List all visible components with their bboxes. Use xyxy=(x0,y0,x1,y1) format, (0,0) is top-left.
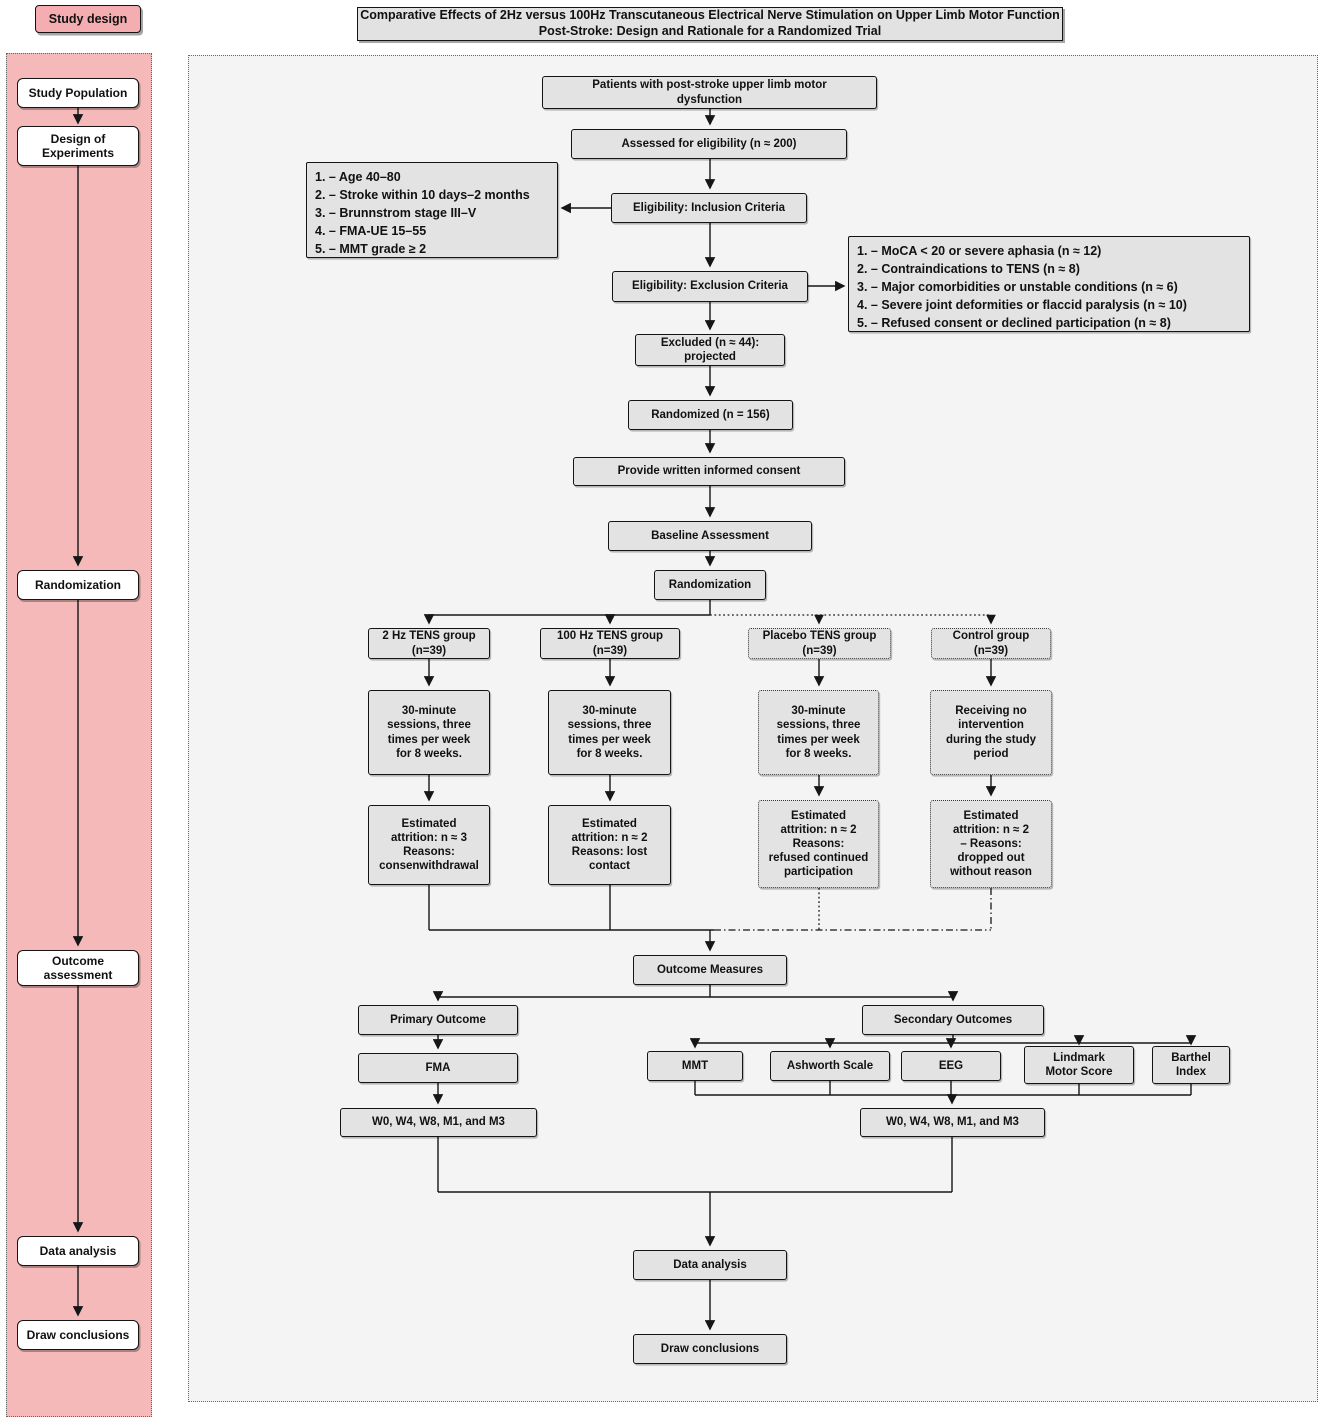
intervention-100hz: 30-minute sessions, three times per week… xyxy=(548,690,671,775)
exclusion-item: 3. – Major comorbidities or unstable con… xyxy=(857,280,1178,294)
eeg-box: EEG xyxy=(901,1051,1001,1081)
group-2hz-tens: 2 Hz TENS group (n=39) xyxy=(368,628,490,659)
informed-consent-box: Provide written informed consent xyxy=(573,457,845,486)
group-control: Control group (n=39) xyxy=(931,628,1051,659)
exclusion-criteria-list: 1. – MoCA < 20 or severe aphasia (n ≈ 12… xyxy=(848,236,1250,332)
patients-box: Patients with post-stroke upper limb mot… xyxy=(542,76,877,109)
lindmark-motor-score-box: Lindmark Motor Score xyxy=(1024,1046,1134,1084)
inclusion-item: 1. – Age 40–80 xyxy=(315,170,401,184)
randomization-box: Randomization xyxy=(654,570,766,600)
exclusion-criteria-box: Eligibility: Exclusion Criteria xyxy=(612,271,808,302)
outcome-measures-box: Outcome Measures xyxy=(633,955,787,985)
exclusion-item: 1. – MoCA < 20 or severe aphasia (n ≈ 12… xyxy=(857,244,1102,258)
inclusion-criteria-box: Eligibility: Inclusion Criteria xyxy=(611,193,807,223)
page-title: Comparative Effects of 2Hz versus 100Hz … xyxy=(357,7,1063,41)
secondary-outcomes-box: Secondary Outcomes xyxy=(862,1005,1044,1035)
assessed-eligibility-box: Assessed for eligibility (n ≈ 200) xyxy=(571,129,847,159)
primary-outcome-box: Primary Outcome xyxy=(358,1005,518,1035)
intervention-control: Receiving no intervention during the stu… xyxy=(930,690,1052,775)
draw-conclusions-box: Draw conclusions xyxy=(633,1334,787,1364)
inclusion-criteria-list: 1. – Age 40–80 2. – Stroke within 10 day… xyxy=(306,162,558,258)
group-100hz-tens: 100 Hz TENS group (n=39) xyxy=(540,628,680,659)
intervention-placebo: 30-minute sessions, three times per week… xyxy=(758,690,879,775)
secondary-timepoints-box: W0, W4, W8, M1, and M3 xyxy=(860,1108,1045,1137)
inclusion-item: 2. – Stroke within 10 days–2 months xyxy=(315,188,530,202)
study-design-sidebar-panel xyxy=(6,53,152,1417)
sidebar-step-design-of-experiments: Design of Experiments xyxy=(17,126,139,166)
sidebar-step-randomization: Randomization xyxy=(17,570,139,600)
sidebar-step-outcome-assessment: Outcome assessment xyxy=(17,950,139,986)
excluded-box: Excluded (n ≈ 44): projected xyxy=(635,334,785,366)
randomized-box: Randomized (n = 156) xyxy=(628,400,793,430)
exclusion-item: 5. – Refused consent or declined partici… xyxy=(857,316,1171,330)
attrition-control: Estimated attrition: n ≈ 2 – Reasons: dr… xyxy=(930,800,1052,888)
barthel-index-box: Barthel Index xyxy=(1152,1046,1230,1084)
exclusion-item: 2. – Contraindications to TENS (n ≈ 8) xyxy=(857,262,1080,276)
sidebar-step-draw-conclusions: Draw conclusions xyxy=(17,1320,139,1350)
study-design-header: Study design xyxy=(35,5,141,33)
exclusion-item: 4. – Severe joint deformities or flaccid… xyxy=(857,298,1187,312)
inclusion-item: 4. – FMA-UE 15–55 xyxy=(315,224,427,238)
group-placebo-tens: Placebo TENS group (n=39) xyxy=(748,628,891,659)
attrition-100hz: Estimated attrition: n ≈ 2 Reasons: lost… xyxy=(548,805,671,885)
data-analysis-box: Data analysis xyxy=(633,1250,787,1280)
baseline-assessment-box: Baseline Assessment xyxy=(608,521,812,551)
inclusion-item: 5. – MMT grade ≥ 2 xyxy=(315,242,427,256)
attrition-placebo: Estimated attrition: n ≈ 2 Reasons: refu… xyxy=(758,800,879,888)
intervention-2hz: 30-minute sessions, three times per week… xyxy=(368,690,490,775)
mmt-box: MMT xyxy=(647,1051,743,1081)
attrition-2hz: Estimated attrition: n ≈ 3 Reasons: cons… xyxy=(368,805,490,885)
sidebar-step-data-analysis: Data analysis xyxy=(17,1236,139,1266)
inclusion-item: 3. – Brunnstrom stage III–V xyxy=(315,206,477,220)
fma-box: FMA xyxy=(358,1053,518,1083)
sidebar-step-study-population: Study Population xyxy=(17,78,139,108)
primary-timepoints-box: W0, W4, W8, M1, and M3 xyxy=(340,1108,537,1137)
ashworth-scale-box: Ashworth Scale xyxy=(770,1051,890,1081)
